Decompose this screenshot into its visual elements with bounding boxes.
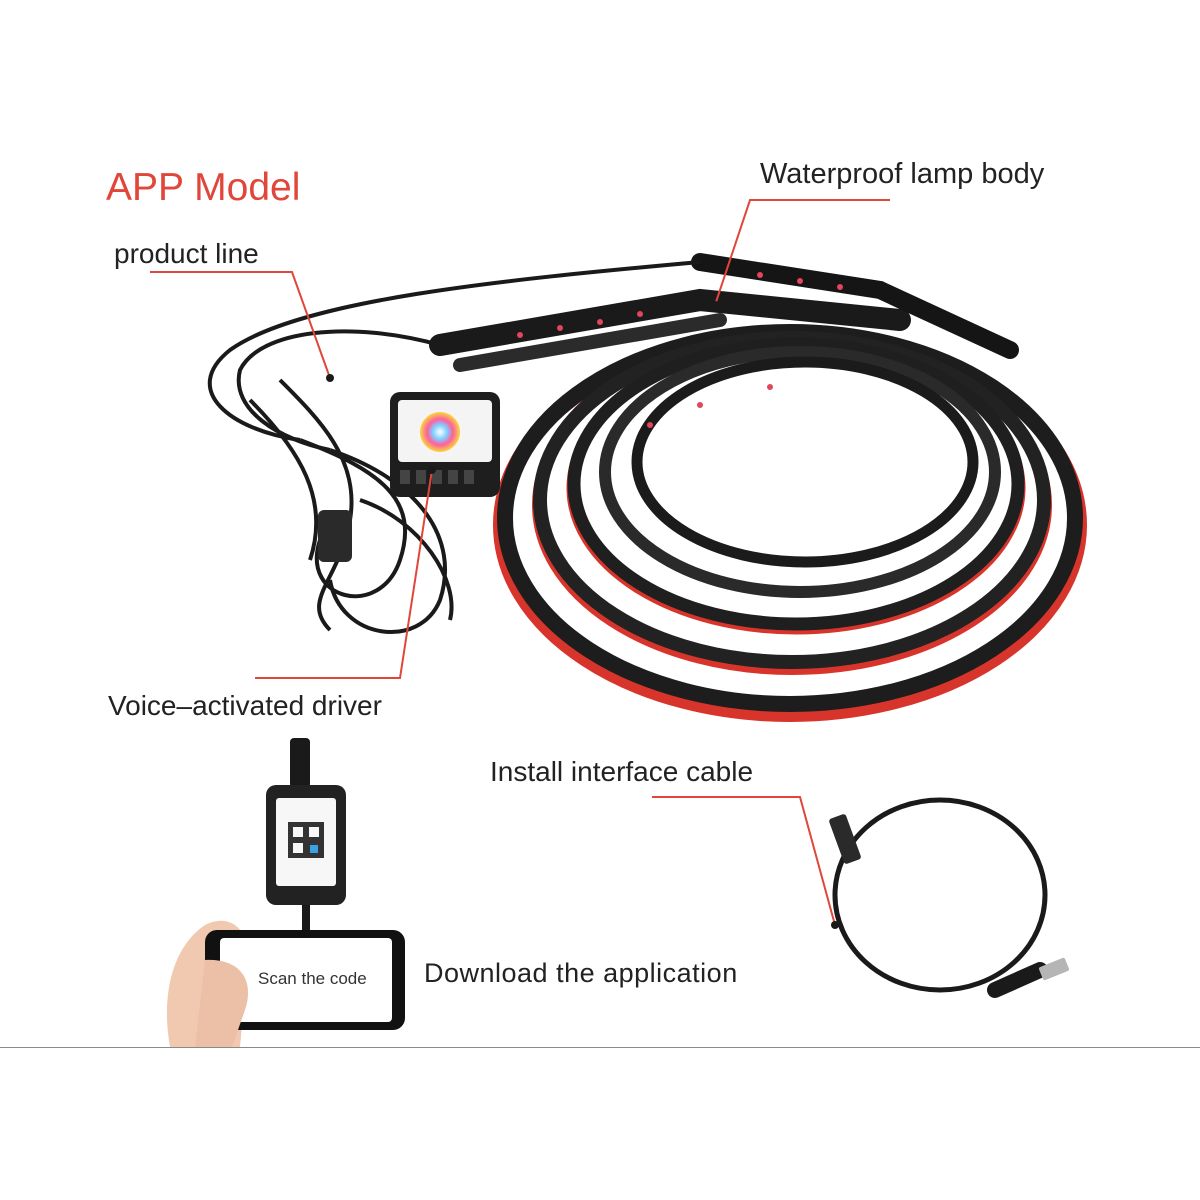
led-bars bbox=[429, 253, 1019, 428]
smartphone-in-hand-icon bbox=[166, 920, 405, 1047]
callout-dots bbox=[326, 301, 839, 929]
label-install-interface-cable: Install interface cable bbox=[490, 756, 754, 787]
label-waterproof-lamp-body: Waterproof lamp body bbox=[760, 158, 1045, 190]
callout-lines bbox=[150, 199, 890, 926]
label-download-application: Download the application bbox=[424, 958, 738, 988]
dc-connector-cable-icon bbox=[829, 797, 1069, 998]
qr-bluetooth-module-icon bbox=[266, 738, 346, 930]
phone-screen-text: Scan the code bbox=[258, 969, 367, 988]
label-voice-activated-driver: Voice–activated driver bbox=[108, 690, 382, 721]
divider bbox=[0, 1047, 1200, 1048]
page-title: APP Model bbox=[106, 166, 301, 209]
rgb-controller-box-icon bbox=[390, 392, 500, 497]
cable-connector bbox=[318, 510, 352, 562]
led-strip-coils bbox=[493, 324, 1087, 722]
label-product-line: product line bbox=[114, 238, 259, 269]
